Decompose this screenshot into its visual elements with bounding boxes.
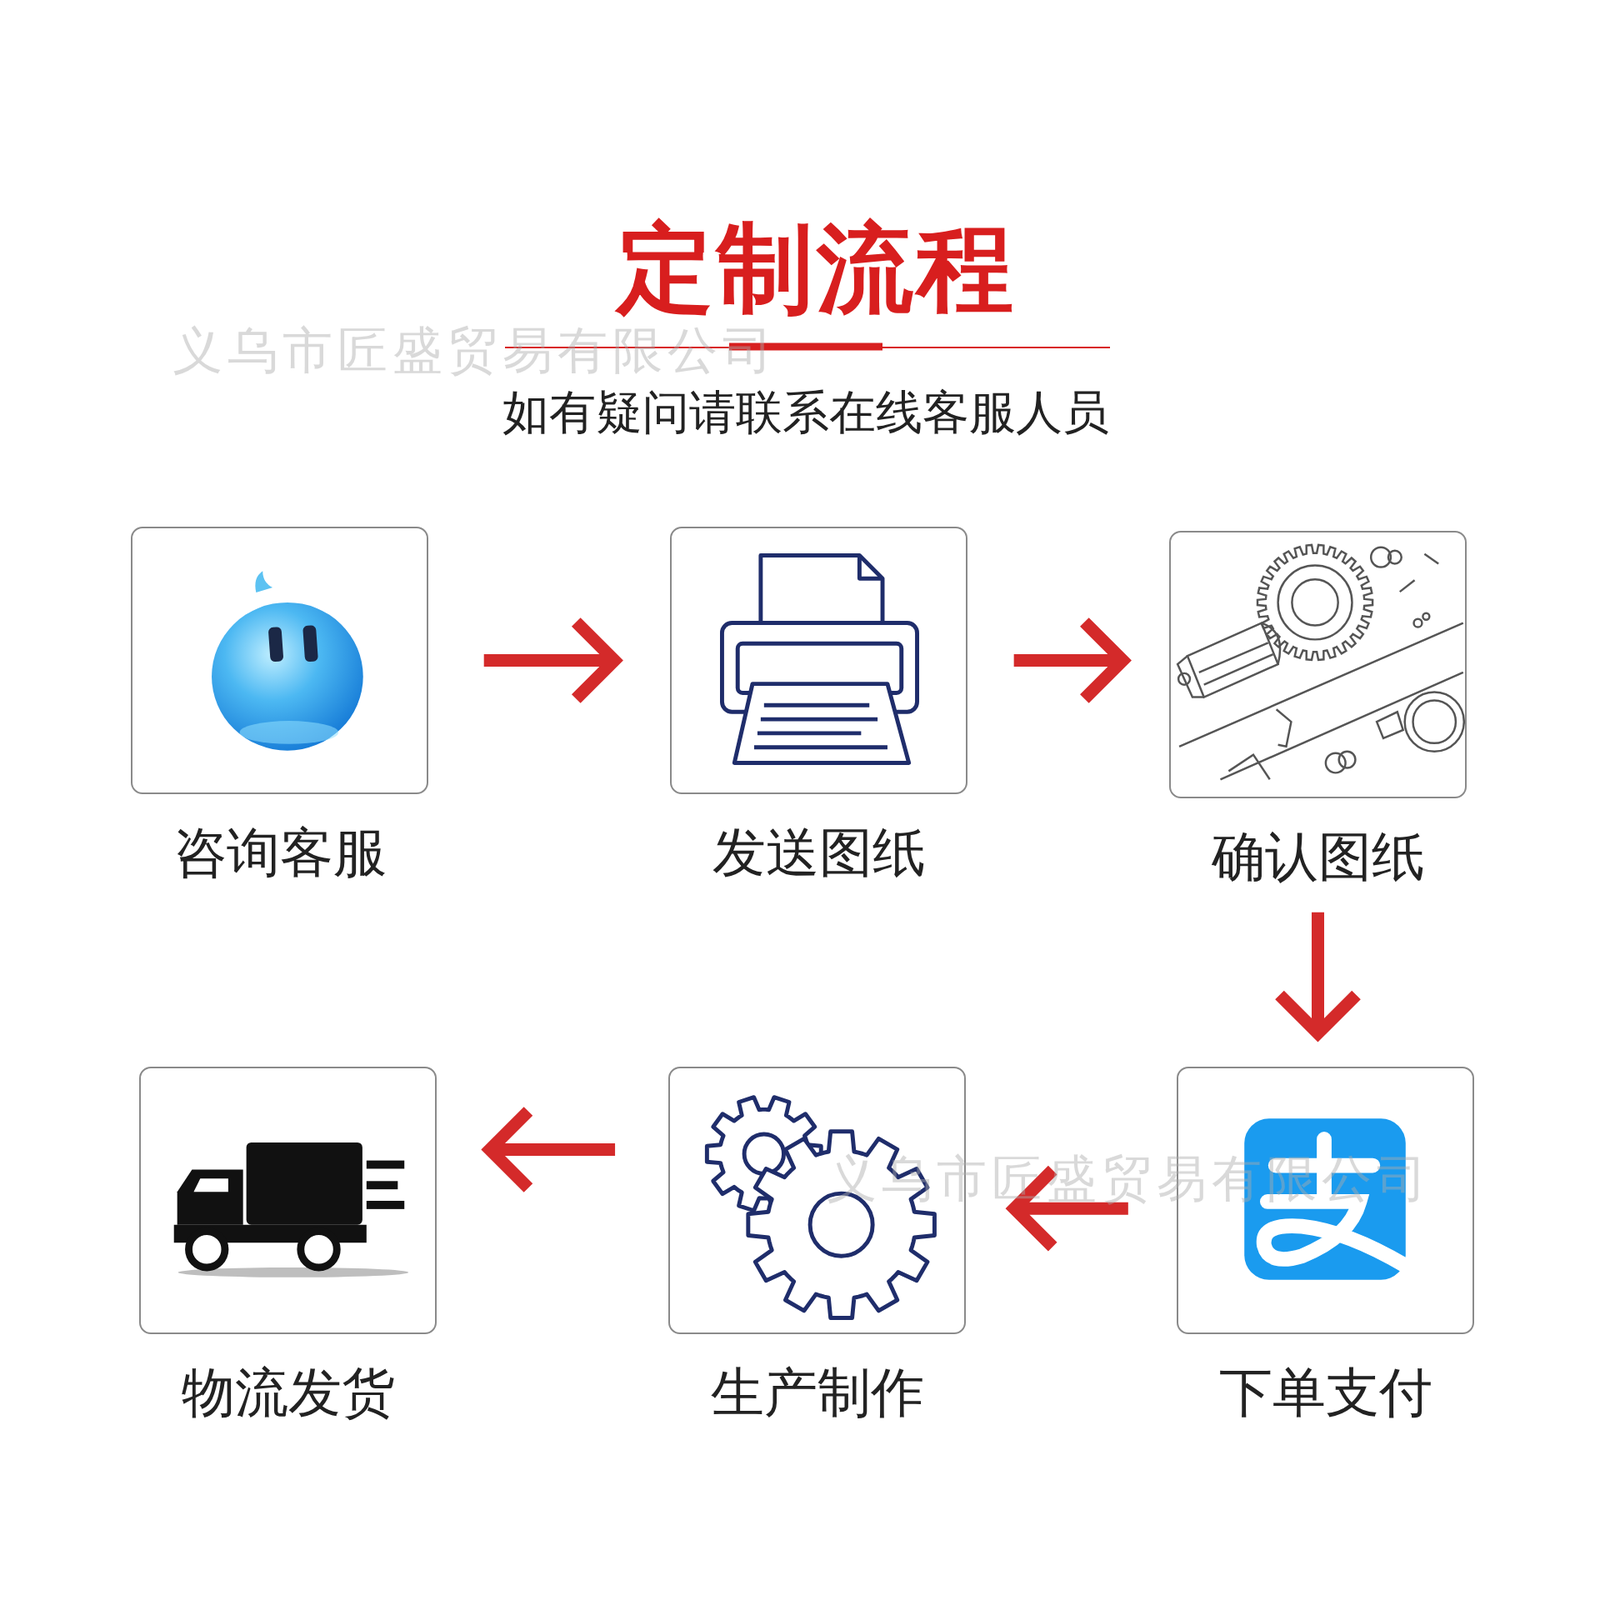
truck-window — [193, 1178, 228, 1192]
watermark: 义乌市匠盛贸易有限公司 — [826, 1148, 1432, 1209]
step-label: 发送图纸 — [670, 820, 968, 885]
step-label: 生产制作 — [668, 1360, 966, 1425]
truck-wheels — [189, 1231, 338, 1268]
flow-arrow — [1280, 912, 1357, 1034]
step-icon — [1170, 532, 1465, 797]
step-node: 咨询客服 — [130, 526, 429, 885]
step-icon — [140, 1068, 435, 1333]
icon-box — [1169, 530, 1467, 799]
icon-box — [139, 1066, 437, 1335]
step-label: 下单支付 — [1176, 1360, 1475, 1425]
step-node: 生产制作 — [668, 1066, 966, 1425]
flow-arrow — [484, 622, 615, 700]
step-node: 下单支付 — [1176, 1066, 1475, 1425]
step-label: 咨询客服 — [130, 820, 429, 885]
step-node: 发送图纸 — [670, 526, 968, 885]
page-title: 定制流程 — [616, 215, 1017, 322]
watermark: 义乌市匠盛贸易有限公司 — [172, 320, 778, 380]
bubble-glow — [240, 720, 340, 745]
printer-icon — [721, 555, 917, 764]
icon-box — [130, 526, 429, 795]
flow-arrow — [1014, 622, 1124, 700]
step-icon — [671, 528, 966, 793]
step-label: 确认图纸 — [1169, 825, 1467, 890]
flow-arrow — [490, 1111, 615, 1189]
exploded-drawing — [1177, 545, 1465, 780]
step-label: 物流发货 — [139, 1360, 437, 1425]
eye — [302, 625, 319, 662]
paper-lines — [754, 705, 888, 747]
gear-icon — [706, 1097, 935, 1319]
icon-box — [670, 526, 968, 795]
step-node: 物流发货 — [139, 1066, 437, 1425]
eye — [268, 626, 285, 662]
bubble-tail — [255, 570, 273, 593]
step-icon — [132, 528, 427, 793]
step-node: 确认图纸 — [1169, 530, 1467, 890]
subtitle: 如有疑问请联系在线客服人员 — [502, 384, 1110, 440]
chat-bubble — [211, 602, 364, 751]
